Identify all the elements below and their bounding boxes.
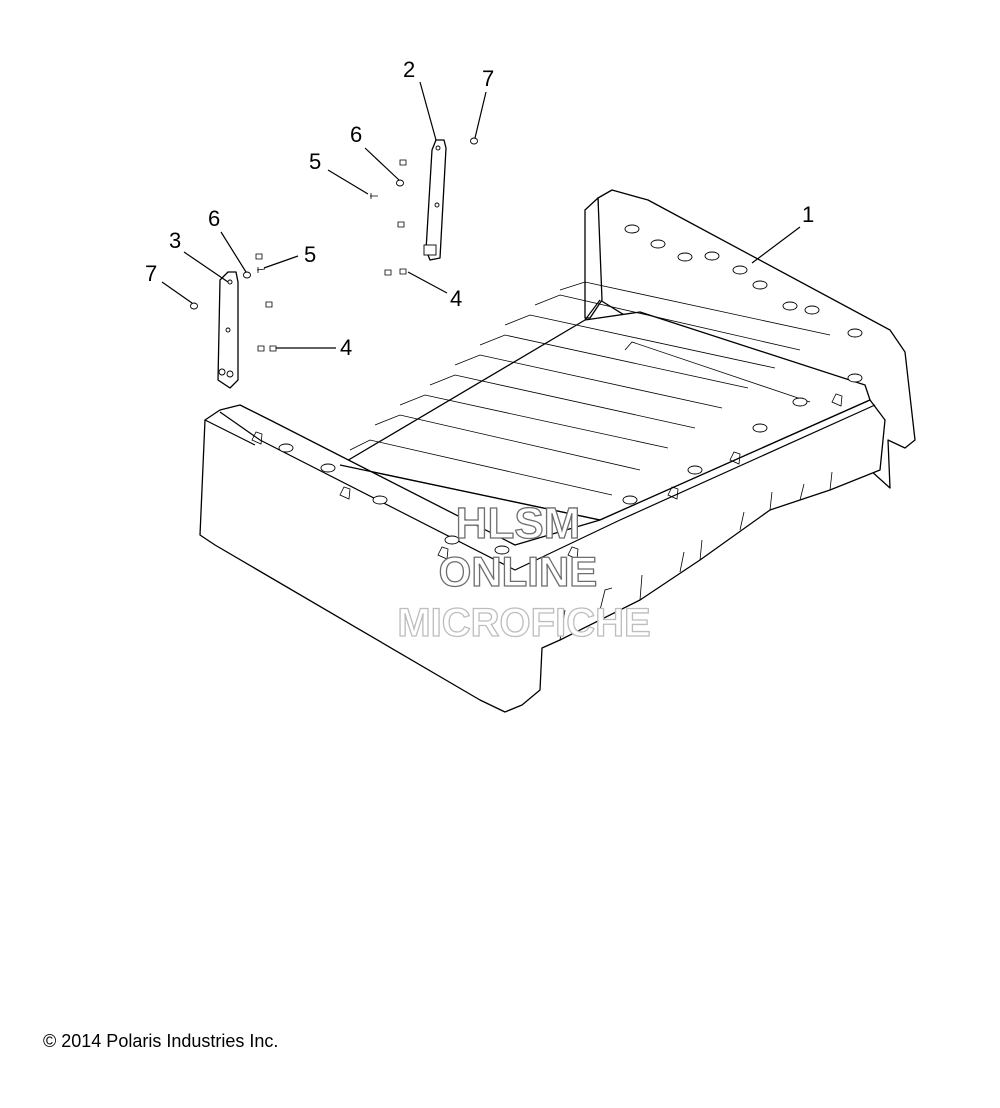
leader-lines [161,81,801,349]
callout-2: 2 [403,57,415,82]
callout-1: 1 [802,202,814,227]
callout-4-left: 4 [340,335,352,360]
copyright-notice: © 2014 Polaris Industries Inc. [43,1031,279,1051]
watermark-line-1: HLSM [456,499,581,548]
cargo-box [199,189,916,713]
callout-5-top: 5 [309,149,321,174]
fasteners [190,137,478,352]
watermark-line-2: ONLINE [439,548,598,595]
bracket-3 [217,271,239,389]
callout-3: 3 [169,228,181,253]
callout-6-top: 6 [350,122,362,147]
callout-5-left: 5 [304,242,316,267]
watermark-line-3: MICROFICHE [397,601,650,645]
callout-6-left: 6 [208,206,220,231]
bracket-2 [423,139,447,261]
callout-4-top: 4 [450,286,462,311]
callout-7-top: 7 [482,66,494,91]
callout-7-left: 7 [145,261,157,286]
